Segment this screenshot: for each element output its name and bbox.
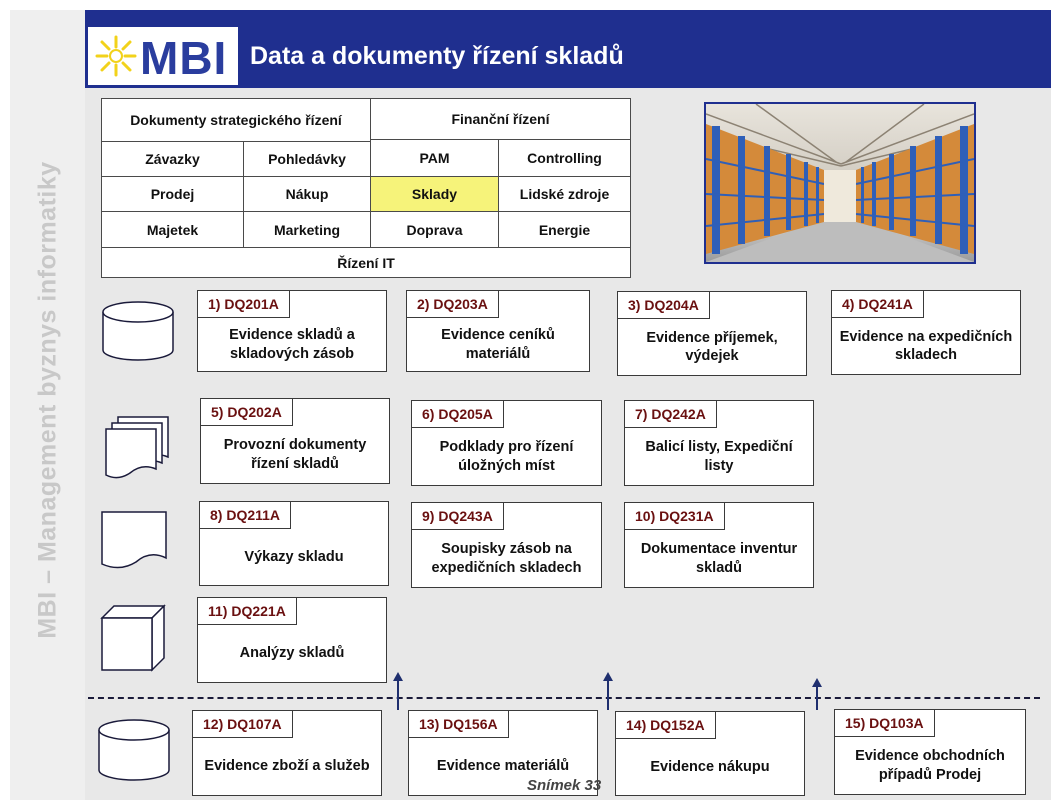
doc-box: 15) DQ103A Evidence obchodních případů P… (834, 709, 1026, 795)
doc-code: 13) DQ156A (409, 711, 509, 738)
doc-description: Evidence materiálů (436, 758, 570, 775)
doc-description: Evidence obchodních případů Prodej (855, 748, 1005, 783)
domain-grid: Dokumenty strategického řízení Finanční … (101, 98, 631, 278)
document-icon (101, 511, 167, 569)
doc-description: Dokumentace inventur skladů (640, 541, 798, 576)
arrow-head (603, 672, 613, 681)
sun-icon (95, 35, 137, 77)
doc-box: 13) DQ156A Evidence materiálů (408, 710, 598, 796)
documents-stack-icon (105, 416, 169, 479)
doc-description: Analýzy skladů (239, 645, 345, 662)
doc-code: 9) DQ243A (412, 503, 504, 530)
doc-description: Podklady pro řízení úložných míst (439, 439, 574, 474)
doc-box: 14) DQ152A Evidence nákupu (615, 711, 805, 796)
doc-box: 4) DQ241A Evidence na expedičních sklade… (831, 290, 1021, 375)
doc-code: 12) DQ107A (193, 711, 293, 738)
doc-code: 7) DQ242A (625, 401, 717, 428)
arrow-head (812, 678, 822, 687)
doc-description: Evidence ceníků materiálů (441, 327, 555, 362)
grid-cell: Prodej (101, 176, 244, 212)
grid-cell: Energie (498, 211, 631, 248)
doc-box: 6) DQ205A Podklady pro řízení úložných m… (411, 400, 602, 486)
doc-description: Evidence skladů a skladových zásob (229, 327, 355, 362)
doc-box: 1) DQ201A Evidence skladů a skladových z… (197, 290, 387, 372)
doc-code: 11) DQ221A (198, 598, 297, 625)
doc-box: 5) DQ202A Provozní dokumenty řízení skla… (200, 398, 390, 484)
doc-code: 1) DQ201A (198, 291, 290, 318)
grid-cell: Majetek (101, 211, 244, 248)
doc-box: 7) DQ242A Balicí listy, Expediční listy (624, 400, 814, 486)
page-title: Data a dokumenty řízení skladů (250, 42, 624, 70)
warehouse-photo (704, 102, 976, 264)
doc-box: 2) DQ203A Evidence ceníků materiálů (406, 290, 590, 372)
grid-cell-financial: Finanční řízení (370, 98, 631, 140)
header-bar (85, 10, 1051, 88)
doc-code: 6) DQ205A (412, 401, 504, 428)
doc-description: Evidence zboží a služeb (204, 758, 370, 775)
grid-cell: Lidské zdroje (498, 176, 631, 212)
doc-description: Výkazy skladu (244, 548, 344, 565)
doc-description: Soupisky zásob na expedičních skladech (431, 541, 582, 576)
doc-box: 10) DQ231A Dokumentace inventur skladů (624, 502, 814, 588)
arrow-up-icon (607, 680, 609, 710)
grid-cell-strategic: Dokumenty strategického řízení (101, 98, 371, 142)
doc-box: 9) DQ243A Soupisky zásob na expedičních … (411, 502, 602, 588)
cube-icon (100, 604, 166, 672)
grid-cell: Závazky (101, 141, 244, 177)
grid-cell: PAM (370, 139, 499, 177)
divider-line (88, 697, 1040, 699)
slide-number: Snímek 33 (527, 777, 602, 794)
grid-cell-it: Řízení IT (101, 247, 631, 278)
doc-code: 15) DQ103A (835, 710, 935, 737)
database-icon (98, 719, 170, 781)
left-band (10, 10, 85, 800)
logo-text: MBI (140, 32, 228, 84)
doc-code: 5) DQ202A (201, 399, 293, 426)
doc-code: 4) DQ241A (832, 291, 924, 318)
doc-box: 12) DQ107A Evidence zboží a služeb (192, 710, 382, 796)
doc-box: 8) DQ211A Výkazy skladu (199, 501, 389, 586)
arrow-up-icon (397, 680, 399, 710)
doc-code: 10) DQ231A (625, 503, 725, 530)
grid-cell-highlighted: Sklady (370, 176, 499, 212)
doc-code: 8) DQ211A (200, 502, 292, 529)
doc-description: Balicí listy, Expediční listy (645, 439, 793, 474)
doc-code: 2) DQ203A (407, 291, 499, 318)
side-title: MBI – Management byznys informatiky (33, 161, 62, 639)
doc-description: Evidence nákupu (650, 758, 770, 775)
arrow-head (393, 672, 403, 681)
grid-cell: Pohledávky (243, 141, 371, 177)
grid-cell: Doprava (370, 211, 499, 248)
arrow-up-icon (816, 686, 818, 710)
doc-description: Provozní dokumenty řízení skladů (223, 437, 367, 472)
doc-code: 3) DQ204A (618, 292, 710, 319)
database-icon (102, 301, 174, 361)
grid-cell: Nákup (243, 176, 371, 212)
doc-description: Evidence příjemek, výdejek (646, 329, 778, 364)
grid-cell: Controlling (498, 139, 631, 177)
logo: MBI (88, 27, 238, 85)
doc-description: Evidence na expedičních skladech (839, 328, 1013, 363)
grid-cell: Marketing (243, 211, 371, 248)
doc-box: 3) DQ204A Evidence příjemek, výdejek (617, 291, 807, 376)
doc-box: 11) DQ221A Analýzy skladů (197, 597, 387, 683)
doc-code: 14) DQ152A (616, 712, 716, 739)
